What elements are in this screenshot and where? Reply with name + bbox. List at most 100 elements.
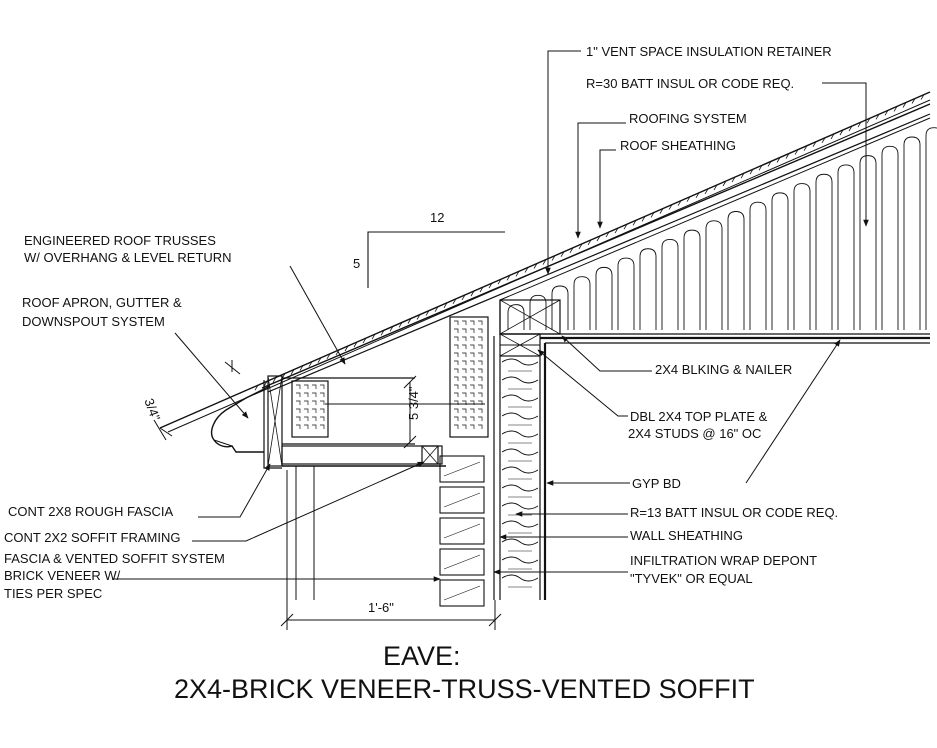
depth-dim-text: 5 3/4" — [406, 386, 421, 420]
vent-tick — [454, 320, 459, 325]
vent-tick — [470, 320, 475, 325]
vent-tick — [470, 392, 475, 397]
vent-tick — [462, 416, 467, 421]
label-top-plate-1: DBL 2X4 TOP PLATE & — [630, 409, 768, 424]
attic-batt-loop — [661, 238, 679, 330]
vent-tick — [320, 400, 325, 405]
wall-batt-wave — [501, 502, 539, 510]
roofing-shingle-hatch — [254, 94, 925, 391]
attic-batt-loop — [815, 173, 833, 330]
vent-tick — [454, 384, 459, 389]
vent-tick — [462, 384, 467, 389]
wall-batt-wave — [501, 574, 539, 582]
vent-tick — [478, 328, 483, 333]
attic-batt-loop — [683, 229, 701, 330]
wall-batt-wave — [501, 520, 539, 528]
attic-batt-loop — [595, 266, 613, 330]
vent-tick — [304, 400, 309, 405]
vent-tick — [478, 344, 483, 349]
vent-tick — [470, 352, 475, 357]
label-wrap-1: INFILTRATION WRAP DEPONT — [630, 553, 817, 568]
label-blocking: 2X4 BLKING & NAILER — [655, 362, 792, 377]
vent-tick — [478, 384, 483, 389]
vent-tick — [454, 336, 459, 341]
label-top-plate-2: 2X4 STUDS @ 16" OC — [628, 426, 761, 441]
attic-batt-loop — [573, 276, 591, 330]
vent-tick — [470, 408, 475, 413]
drawing-title: EAVE: 2X4-BRICK VENEER-TRUSS-VENTED SOFF… — [174, 641, 755, 704]
vent-tick — [454, 328, 459, 333]
label-r30: R=30 BATT INSUL OR CODE REQ. — [586, 76, 794, 91]
label-soffit-system: FASCIA & VENTED SOFFIT SYSTEM — [4, 551, 225, 566]
wall-batt-wave — [501, 484, 539, 492]
vent-tick — [454, 392, 459, 397]
truss-tail-pattern — [296, 384, 325, 429]
vent-tick — [470, 416, 475, 421]
vent-tick — [454, 408, 459, 413]
heel-dim-text: 3/4" — [141, 396, 163, 423]
vent-tick — [478, 352, 483, 357]
slope-run-text: 12 — [430, 210, 444, 225]
vent-tick — [462, 328, 467, 333]
vent-tick — [454, 352, 459, 357]
label-wrap-2: "TYVEK" OR EQUAL — [630, 571, 753, 586]
attic-batt-loop — [705, 220, 723, 330]
vent-tick — [296, 416, 301, 421]
wall-batt-wave — [501, 376, 539, 384]
leader-lines — [112, 50, 869, 582]
vent-tick — [320, 424, 325, 429]
vent-tick — [304, 424, 309, 429]
vent-tick — [296, 408, 301, 413]
brick — [439, 517, 485, 545]
vent-tick — [320, 416, 325, 421]
attic-batt-loop — [925, 127, 937, 330]
vent-tick — [454, 424, 459, 429]
vent-tick — [304, 392, 309, 397]
slope-rise-text: 5 — [353, 256, 360, 271]
vent-tick — [478, 336, 483, 341]
vent-tick — [462, 360, 467, 365]
wall-batt-wave — [501, 466, 539, 474]
vent-tick — [454, 368, 459, 373]
attic-batt-loop — [749, 201, 767, 330]
vent-tick — [304, 384, 309, 389]
dimensions: 12 5 3/4" 5 3/4" 1'-6" — [141, 210, 505, 630]
attic-batt-loop — [903, 136, 921, 330]
wall-batt-insulation — [501, 358, 539, 588]
brick — [439, 455, 485, 483]
vent-tick — [478, 376, 483, 381]
vent-tick — [462, 424, 467, 429]
label-fascia: CONT 2X8 ROUGH FASCIA — [8, 504, 174, 519]
attic-batt-loop — [771, 192, 789, 330]
vent-tick — [470, 336, 475, 341]
vent-tick — [470, 424, 475, 429]
brick-hatch — [443, 461, 481, 477]
label-trusses-2: W/ OVERHANG & LEVEL RETURN — [24, 250, 232, 265]
vent-tick — [312, 424, 317, 429]
attic-batt-loop — [837, 164, 855, 330]
brick-hatch — [443, 492, 481, 508]
label-vent-space: 1" VENT SPACE INSULATION RETAINER — [586, 44, 832, 59]
wall-batt-wave — [501, 448, 539, 456]
vent-tick — [478, 368, 483, 373]
vent-tick — [478, 408, 483, 413]
wall-batt-wave — [501, 538, 539, 546]
vent-tick — [312, 384, 317, 389]
vent-tick — [470, 360, 475, 365]
brick — [439, 548, 485, 576]
ceiling-gypsum — [540, 336, 930, 344]
frieze-vent-pattern — [454, 320, 483, 429]
attic-batt-loop — [639, 248, 657, 330]
vent-tick — [462, 320, 467, 325]
vent-tick — [296, 384, 301, 389]
vent-tick — [462, 392, 467, 397]
brick — [439, 486, 485, 514]
wall-batt-wave — [501, 556, 539, 564]
brick — [439, 579, 485, 607]
vent-tick — [320, 384, 325, 389]
attic-batt-loop — [793, 183, 811, 330]
vent-tick — [462, 376, 467, 381]
vent-tick — [454, 344, 459, 349]
wall-batt-wave — [501, 394, 539, 402]
